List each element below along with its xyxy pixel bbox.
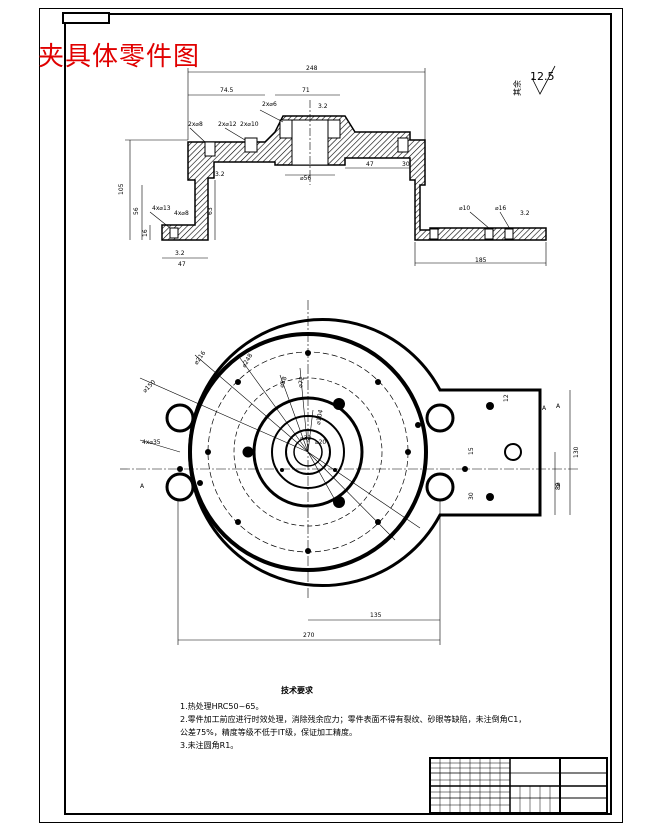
hole-big-rb — [425, 472, 455, 502]
plate-outline — [188, 318, 542, 587]
dim-30: 30 — [402, 161, 410, 168]
hole-big-rt — [425, 403, 455, 433]
surface-mark-4: 3.2 — [175, 250, 185, 257]
surface-mark-2: 3.2 — [215, 171, 225, 178]
hole-big-lb — [165, 472, 195, 502]
dim-130: 130 — [573, 446, 580, 458]
hole-big-lt — [165, 403, 195, 433]
technical-notes: 1.热处理HRC50~65。 2.零件加工前应进行时效处理，消除残余应力；零件表… — [180, 700, 526, 752]
dim-248: 248 — [306, 65, 318, 72]
dim-12: 12 — [503, 394, 510, 402]
callout-5: ⌀16 — [495, 205, 506, 212]
section-hole-7 — [429, 228, 439, 240]
note-line-4: 3.未注圆角R1。 — [180, 741, 239, 750]
section-slot-left — [279, 119, 293, 139]
callout-9: 4x⌀8 — [174, 210, 189, 217]
dim-15: 15 — [468, 447, 475, 455]
surface-mark-1: 3.2 — [318, 103, 328, 110]
callout-8: ⌀10 — [459, 205, 470, 212]
dim-71: 71 — [302, 87, 310, 94]
title-block — [429, 757, 608, 814]
section-hole-2 — [204, 141, 216, 157]
section-mark-a4: A — [542, 405, 547, 412]
dim-74-5: 74.5 — [220, 87, 234, 94]
dim-105: 105 — [118, 183, 125, 195]
section-slot-right — [327, 119, 341, 139]
callout-2: 2x⌀12 — [218, 121, 237, 128]
section-hole-5 — [484, 228, 494, 240]
section-view — [125, 65, 556, 266]
dim-30: 30 — [468, 492, 475, 500]
radial-20: ⌀20 — [315, 439, 326, 446]
dim-135: 135 — [370, 612, 382, 619]
note-line-1: 1.热处理HRC50~65。 — [180, 702, 264, 711]
section-hole-1 — [244, 137, 258, 153]
plan-view — [120, 300, 580, 645]
section-mark-a3: A — [556, 482, 561, 489]
section-hole-3 — [397, 137, 409, 153]
dim-270: 270 — [303, 632, 315, 639]
callout-3: 2x⌀10 — [240, 121, 259, 128]
dim-82: 82 — [555, 482, 562, 490]
drawing-title: 夹具体零件图 — [38, 42, 201, 72]
callout-1: 2x⌀8 — [188, 121, 203, 128]
outer-frame — [39, 8, 623, 823]
radial-104: ⌀104 — [315, 409, 325, 425]
radial-4x35: 4x⌀35 — [142, 439, 161, 446]
dim-47-foot: 47 — [178, 261, 186, 268]
surface-mark-3: 3.2 — [520, 210, 530, 217]
radial-150: ⌀150 — [141, 379, 157, 395]
corner-tag-box — [62, 12, 110, 24]
callout-4: ⌀56 — [300, 175, 311, 182]
roughness-label: 其余 — [512, 80, 522, 96]
note-line-2: 2.零件加工前应进行时效处理，消除残余应力；零件表面不得有裂纹、砂眼等缺陷，未注… — [180, 715, 527, 724]
hole-tab-mid — [504, 443, 522, 461]
center-boss — [161, 115, 547, 241]
notes-heading: 技术要求 — [281, 686, 313, 695]
callout-6: 4x⌀13 — [152, 205, 171, 212]
dim-47: 47 — [366, 161, 374, 168]
dim-16: 16 — [142, 229, 149, 237]
dim-56: 56 — [133, 207, 140, 215]
radial-32: ⌀32 — [300, 435, 311, 442]
section-mark-a2: A — [556, 403, 561, 410]
drawing-border — [64, 13, 612, 815]
section-dim-texts: 248 74.5 71 47 30 105 56 63 16 47 185 2x… — [118, 65, 555, 268]
section-hole-4 — [169, 227, 179, 239]
dim-63: 63 — [207, 207, 214, 215]
roughness-value: 12.5 — [530, 70, 555, 83]
plan-small-holes — [177, 350, 494, 554]
radial-58: ⌀58 — [278, 376, 288, 389]
callout-7: 2x⌀6 — [262, 101, 277, 108]
section-mark-a1: A — [140, 483, 145, 490]
dim-185: 185 — [475, 257, 487, 264]
radial-72: ⌀72 — [297, 376, 306, 388]
section-hole-6 — [504, 228, 514, 240]
note-line-3: 公差75%，精度等级不低于IT级，保证加工精度。 — [180, 728, 358, 737]
